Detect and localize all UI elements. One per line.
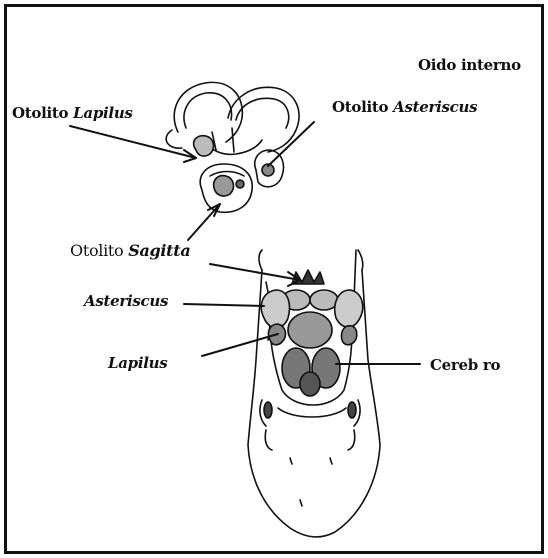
label-asteriscus-bottom: Asteriscus [84,292,168,310]
label-sagitta-species: Sagitta [128,241,190,260]
label-otolith-asteriscus-top: Otolito Asteriscus [332,98,477,116]
arrow-sagitta-bottom [210,264,300,280]
label-lapilus-bottom: Lapilus [108,354,167,372]
label-lapilus-species: Lapilus [73,104,132,122]
label-otolith-sagitta: Otolito Sagitta [70,241,190,260]
skull-illustration [248,250,380,537]
inner-ear-illustration [166,82,299,212]
arrow-sagitta-top [188,204,220,240]
label-otolith-prefix: Otolito [70,241,123,260]
label-inner-ear: Oido interno [418,56,521,74]
line-asteriscus-bottom [184,304,264,306]
label-otolith-lapilus-top: Otolito Lapilus [12,104,133,122]
label-otolith-prefix: Otolito [332,98,388,116]
label-asteriscus-species: Asteriscus [393,98,477,116]
line-lapilus-bottom [202,334,278,356]
label-otolith-prefix: Otolito [12,104,68,122]
label-brain: Cereb ro [430,356,500,374]
line-asteriscus-top [268,122,314,166]
